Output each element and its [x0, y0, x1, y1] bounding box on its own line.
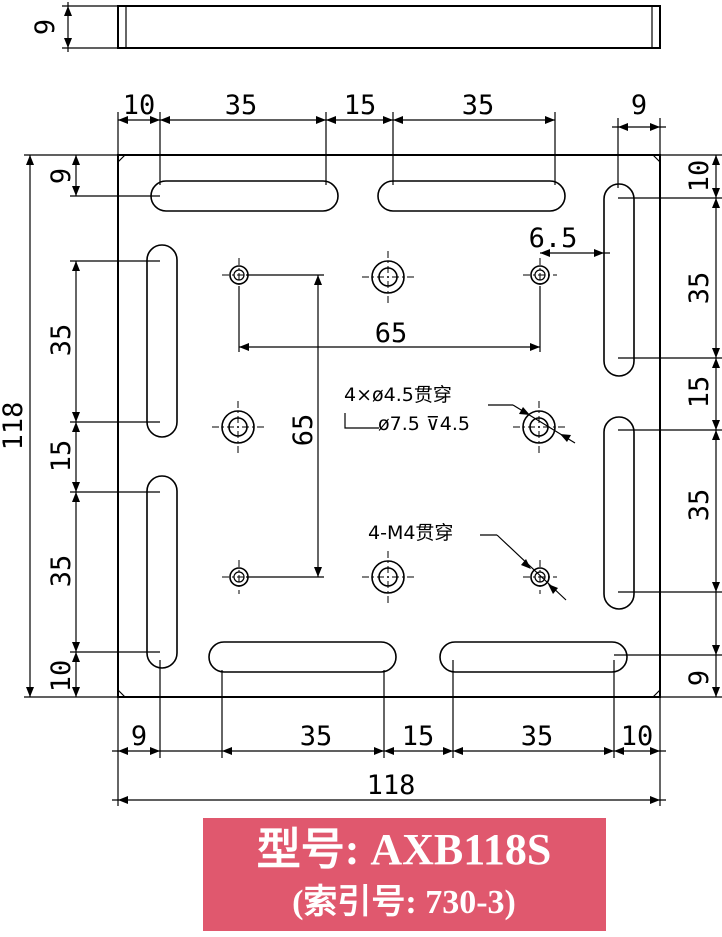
left-slot-a-label: 35: [46, 324, 77, 357]
overall-width-label: 118: [367, 770, 416, 801]
bottom-slot-left: [208, 641, 397, 673]
left-slot-b-label: 35: [46, 555, 77, 588]
right-slot-a-label: 35: [684, 272, 715, 305]
right-slot-b-label: 35: [684, 489, 715, 522]
internal-dimensions: 6.5 65 65: [238, 223, 610, 578]
top-slot-b-label: 35: [462, 90, 495, 121]
top-edge-label: 10: [123, 90, 156, 121]
thread-callout: 4-M4贯穿: [368, 522, 453, 544]
top-slot-right: [377, 180, 566, 212]
hole-tr: [523, 258, 557, 292]
cbore-top: [362, 251, 414, 303]
right-dimensions: 10 35 15 35 9: [614, 154, 722, 698]
left-bottom-edge-label: 10: [46, 660, 77, 693]
model-number: 型号: AXB118S: [257, 825, 552, 874]
right-slot-upper: [603, 183, 635, 377]
cbore-left: [212, 401, 264, 453]
left-slot-lower: [146, 475, 178, 669]
right-slot-lower: [603, 416, 635, 610]
bottom-slot-b-label: 35: [521, 721, 554, 752]
right-bottom-edge-label: 9: [684, 670, 715, 686]
left-slot-upper: [146, 244, 178, 438]
overall-height-label: 118: [0, 402, 29, 451]
cbore-bottom: [362, 551, 414, 603]
model-caption: 型号: AXB118S (索引号: 730-3): [203, 818, 606, 931]
callouts: 4×ø4.5贯穿 ø7.5 ⊽4.5 4-M4贯穿: [344, 384, 576, 601]
index-number: (索引号: 730-3): [292, 883, 516, 921]
left-top-edge-label: 9: [46, 168, 77, 184]
slots: [146, 180, 635, 673]
counterbore-callout-line2: ø7.5 ⊽4.5: [378, 413, 470, 435]
bottom-dimensions: 9 35 15 35 10 118: [112, 660, 666, 806]
cbore-right: [513, 401, 565, 453]
top-dimensions: 10 35 15 35 9: [117, 90, 666, 188]
right-gap-label: 15: [684, 376, 715, 409]
left-dimensions: 118 9 35 15 35 10: [0, 154, 160, 698]
hole-br: [523, 560, 557, 594]
bottom-gap-label: 15: [402, 721, 435, 752]
counterbore-callout-line1: 4×ø4.5贯穿: [344, 384, 452, 406]
caption-background: [203, 818, 606, 931]
bottom-slot-right: [439, 641, 628, 673]
top-right-edge-label: 9: [631, 90, 647, 121]
plate-outline: [117, 154, 661, 698]
right-top-edge-label: 10: [684, 160, 715, 193]
side-thickness-label: 9: [30, 19, 61, 35]
top-slot-left: [150, 180, 339, 212]
hole-offset-label: 6.5: [529, 223, 578, 254]
bottom-slot-a-label: 35: [300, 721, 333, 752]
counterbore-holes: [212, 251, 565, 603]
bottom-edge-left-label: 9: [131, 721, 147, 752]
top-gap-label: 15: [344, 90, 377, 121]
side-view: 9: [30, 2, 661, 52]
hole-pitch-x-label: 65: [375, 318, 408, 349]
bottom-edge-right-label: 10: [621, 721, 654, 752]
top-slot-a-label: 35: [225, 90, 258, 121]
hole-pitch-y-label: 65: [288, 414, 319, 447]
left-gap-label: 15: [46, 440, 77, 473]
